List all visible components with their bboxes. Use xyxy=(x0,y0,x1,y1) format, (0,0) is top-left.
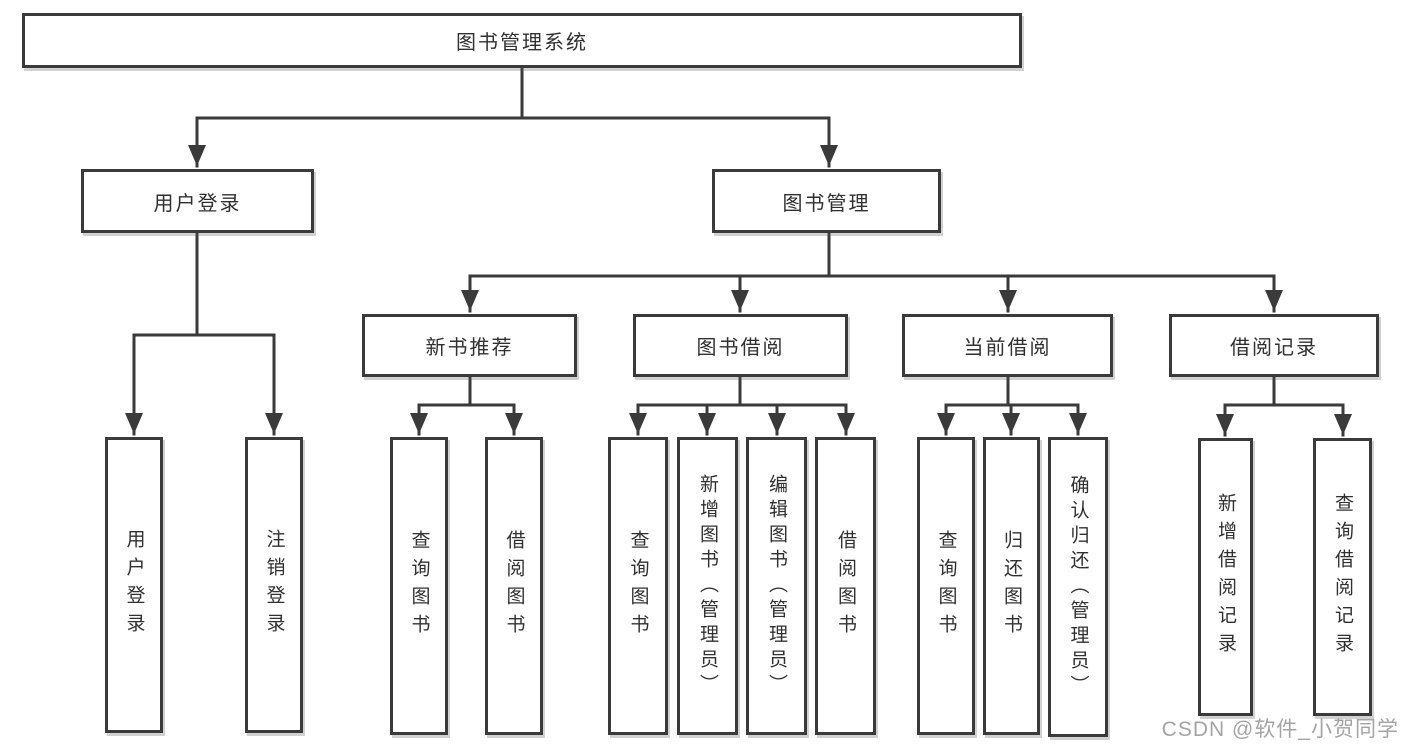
node-add-books-admin-label: 新增图书（管理员） xyxy=(697,473,718,699)
node-borrow-books-recommend: 借阅图书 xyxy=(485,437,543,735)
connector-current-borrow xyxy=(937,375,1087,436)
watermark: CSDN @软件_小贺同学 xyxy=(1161,718,1399,741)
node-borrow-records-label: 借阅记录 xyxy=(1230,337,1318,359)
connector-book-management xyxy=(461,231,1283,313)
node-book-borrow-label: 图书借阅 xyxy=(696,337,785,359)
node-logout: 注销登录 xyxy=(245,437,303,733)
node-user-login-label: 用户登录 xyxy=(153,192,242,215)
node-library-system-label: 图书管理系统 xyxy=(456,32,588,54)
node-borrow-books: 借阅图书 xyxy=(815,437,876,735)
node-query-books-borrow: 查询图书 xyxy=(608,437,668,735)
node-edit-books-admin: 编辑图书（管理员） xyxy=(746,437,807,735)
node-new-book-recommend: 新书推荐 xyxy=(362,314,577,377)
node-query-books-recommend-label: 查询图书 xyxy=(408,530,430,642)
node-borrow-records: 借阅记录 xyxy=(1169,314,1379,377)
connector-root xyxy=(188,66,838,168)
node-current-borrow: 当前借阅 xyxy=(902,314,1113,377)
node-user-login-action-label: 用户登录 xyxy=(123,529,145,641)
node-add-borrow-record: 新增借阅记录 xyxy=(1198,438,1253,716)
node-book-management: 图书管理 xyxy=(712,169,941,233)
node-confirm-return-admin: 确认归还（管理员） xyxy=(1048,437,1108,737)
node-return-books: 归还图书 xyxy=(983,437,1040,735)
node-query-books-current: 查询图书 xyxy=(917,437,975,735)
connector-book-borrow xyxy=(629,375,855,436)
connector-user-login xyxy=(125,231,283,436)
node-book-management-label: 图书管理 xyxy=(782,192,871,215)
node-query-books-borrow-label: 查询图书 xyxy=(627,530,649,642)
node-user-login: 用户登录 xyxy=(81,169,314,233)
node-add-books-admin: 新增图书（管理员） xyxy=(677,437,738,735)
node-confirm-return-admin-label: 确认归还（管理员） xyxy=(1067,474,1089,700)
node-logout-label: 注销登录 xyxy=(263,529,285,641)
node-borrow-books-recommend-label: 借阅图书 xyxy=(503,530,525,642)
node-current-borrow-label: 当前借阅 xyxy=(963,337,1052,359)
node-return-books-label: 归还图书 xyxy=(1001,530,1022,642)
node-query-books-current-label: 查询图书 xyxy=(935,530,957,642)
node-user-login-action: 用户登录 xyxy=(105,437,163,733)
node-query-borrow-record-label: 查询借阅记录 xyxy=(1332,493,1353,661)
node-borrow-books-label: 借阅图书 xyxy=(835,530,856,642)
node-query-borrow-record: 查询借阅记录 xyxy=(1313,438,1372,716)
node-new-book-recommend-label: 新书推荐 xyxy=(425,337,514,359)
node-add-borrow-record-label: 新增借阅记录 xyxy=(1215,493,1236,661)
node-edit-books-admin-label: 编辑图书（管理员） xyxy=(766,473,787,699)
connector-borrow-records xyxy=(1216,375,1352,437)
connector-new-book-recommend xyxy=(410,375,523,436)
node-library-system: 图书管理系统 xyxy=(22,13,1022,68)
node-query-books-recommend: 查询图书 xyxy=(390,437,448,735)
node-book-borrow: 图书借阅 xyxy=(633,314,848,377)
